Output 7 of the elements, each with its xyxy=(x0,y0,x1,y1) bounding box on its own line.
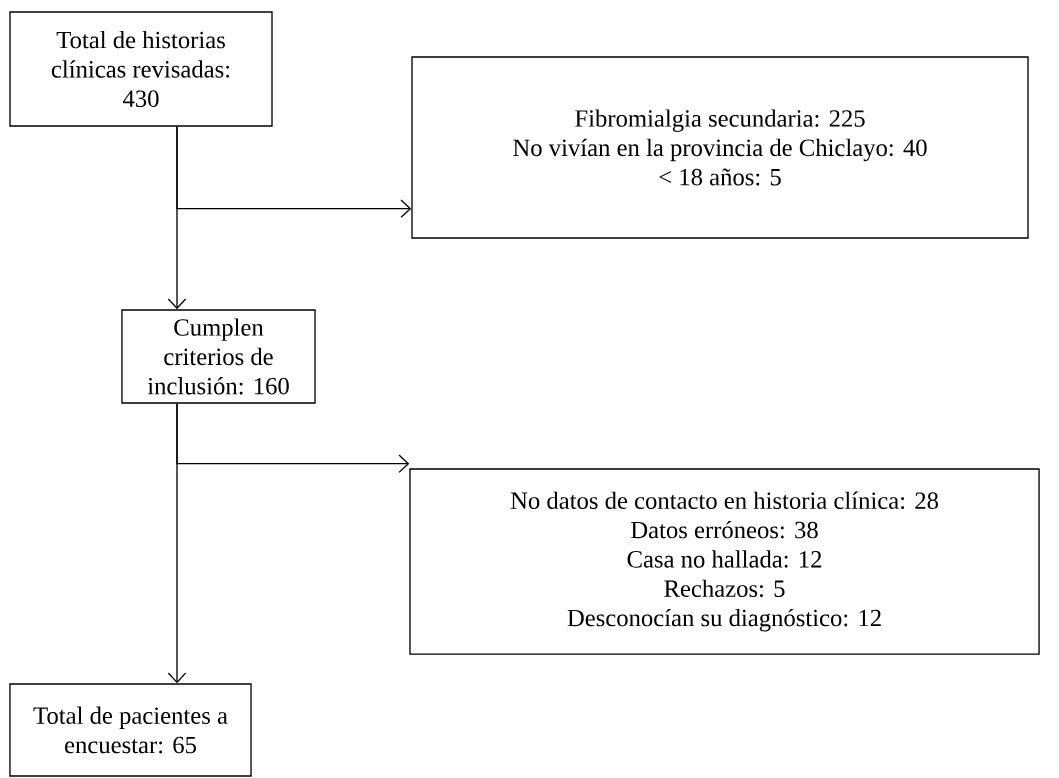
arrow xyxy=(176,126,412,218)
process-box: Cumplen criterios de inclusión: 160 xyxy=(121,309,316,404)
process-box: Total de pacientes a encuestar: 65 xyxy=(9,683,252,777)
process-box: Fibromialgia secundaria: 225 No vivían en la provincia de Chiclayo: 40 < 18 años: 5 xyxy=(411,56,1029,239)
arrow xyxy=(176,403,410,474)
process-box: Total de historias clínicas revisadas: 430 xyxy=(9,11,273,127)
process-box: No datos de contacto en historia clínica: 28 Datos erróneos: 38 Casa no hallada: 12 Rechazos: 5 Desconocían su diagnóstico: 12 xyxy=(409,468,1040,655)
